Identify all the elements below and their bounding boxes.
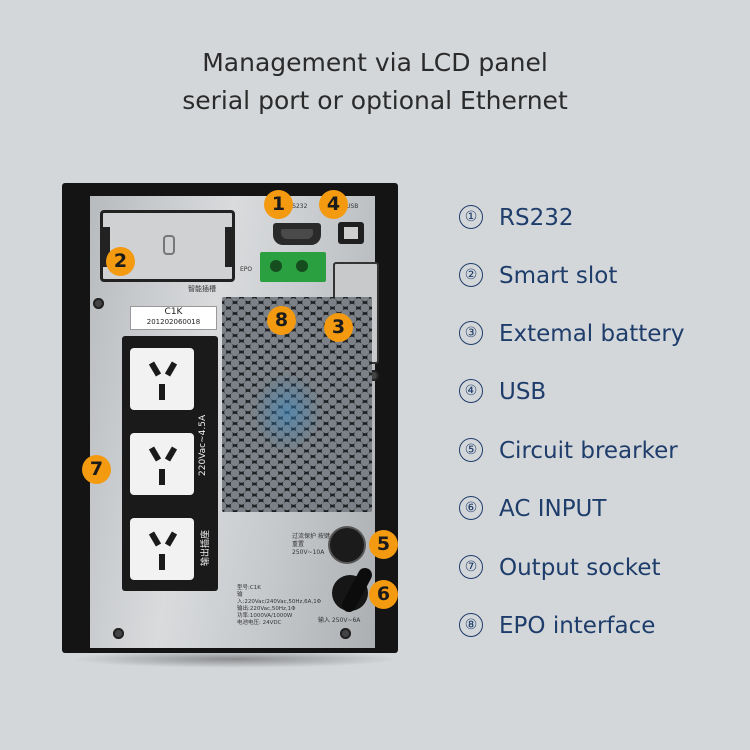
callout-5: 5 [369, 530, 398, 559]
callout-4: 4 [319, 190, 348, 219]
legend-label: USB [499, 379, 547, 405]
usb-port-label: USB [346, 203, 359, 210]
model-sticker: C1K 201202060018 [130, 306, 217, 330]
circuit-breaker [330, 528, 364, 562]
callout-6: 6 [369, 580, 398, 609]
rs232-port-label: RS232 [288, 203, 308, 210]
smart-slot-label: 智能插槽 [188, 285, 216, 293]
legend-item: ⑦ Output socket [459, 548, 749, 588]
spec-label: 型号:C1K 输入:220Vac/240Vac,50Hz,6A,1Φ 输出:22… [237, 585, 322, 637]
epo-label: EPO [240, 266, 253, 273]
ac-input-label: 输入 250V~6A [318, 617, 361, 624]
callout-7: 7 [82, 455, 111, 484]
output-socket-strip: 220Vac~4.5A 输出插座 [122, 336, 218, 591]
callout-8: 8 [267, 306, 296, 335]
spec-line: 输出:220Vac,50Hz,1Φ [237, 606, 296, 612]
screw-icon [368, 370, 379, 381]
rs232-port [273, 223, 321, 245]
spec-line: 电池电压: 24VDC [237, 620, 282, 626]
legend-item: ① RS232 [459, 198, 749, 238]
legend-number: ⑦ [459, 554, 483, 579]
callout-2: 2 [106, 247, 135, 276]
outlet-label-text: 输出插座 [201, 529, 211, 566]
title-line-2: serial port or optional Ethernet [182, 86, 568, 115]
legend-number: ① [459, 204, 483, 229]
legend-item: ⑥ AC INPUT [459, 489, 749, 529]
outlet-rating-text: 220Vac~4.5A [198, 414, 208, 476]
spec-line: 功率:1000VA/1000W [237, 613, 293, 619]
usb-port [338, 222, 364, 244]
legend-label: Circuit brearker [499, 438, 678, 464]
legend-number: ⑧ [459, 612, 483, 637]
legend-number: ③ [459, 320, 483, 345]
title-line-1: Management via LCD panel [202, 48, 548, 77]
legend-item: ③ Extemal battery [459, 314, 749, 354]
legend-label: RS232 [499, 205, 574, 231]
legend-label: EPO interface [499, 613, 656, 639]
legend-number: ② [459, 262, 483, 287]
legend-number: ⑤ [459, 437, 483, 462]
screw-icon [113, 628, 124, 639]
callout-1: 1 [264, 190, 293, 219]
screw-icon [340, 628, 351, 639]
screw-icon [93, 298, 104, 309]
legend-label: Extemal battery [499, 321, 685, 347]
callout-3: 3 [324, 313, 353, 342]
legend-label: Smart slot [499, 263, 618, 289]
legend-item: ② Smart slot [459, 256, 749, 296]
output-socket [130, 348, 194, 410]
serial-number: 201202060018 [146, 318, 201, 326]
model-tag: C1K [164, 307, 183, 317]
legend-item: ④ USB [459, 372, 749, 412]
epo-terminal [260, 252, 326, 282]
spec-line: 型号:C1K [237, 585, 261, 591]
output-socket [130, 433, 194, 495]
legend-item: ⑧ EPO interface [459, 606, 749, 646]
device-shadow [70, 650, 400, 668]
spec-line: 输入:220Vac/240Vac,50Hz,6A,1Φ [237, 592, 322, 605]
page-title: Management via LCD panel serial port or … [0, 44, 750, 120]
outlet-rating: 220Vac~4.5A 输出插座 [194, 336, 218, 591]
legend-label: Output socket [499, 555, 661, 581]
legend-number: ⑥ [459, 495, 483, 520]
legend-item: ⑤ Circuit brearker [459, 431, 749, 471]
breaker-label: 过流保护 按键重置 250V~10A [292, 533, 330, 556]
legend-number: ④ [459, 378, 483, 403]
legend-label: AC INPUT [499, 496, 607, 522]
output-socket [130, 518, 194, 580]
